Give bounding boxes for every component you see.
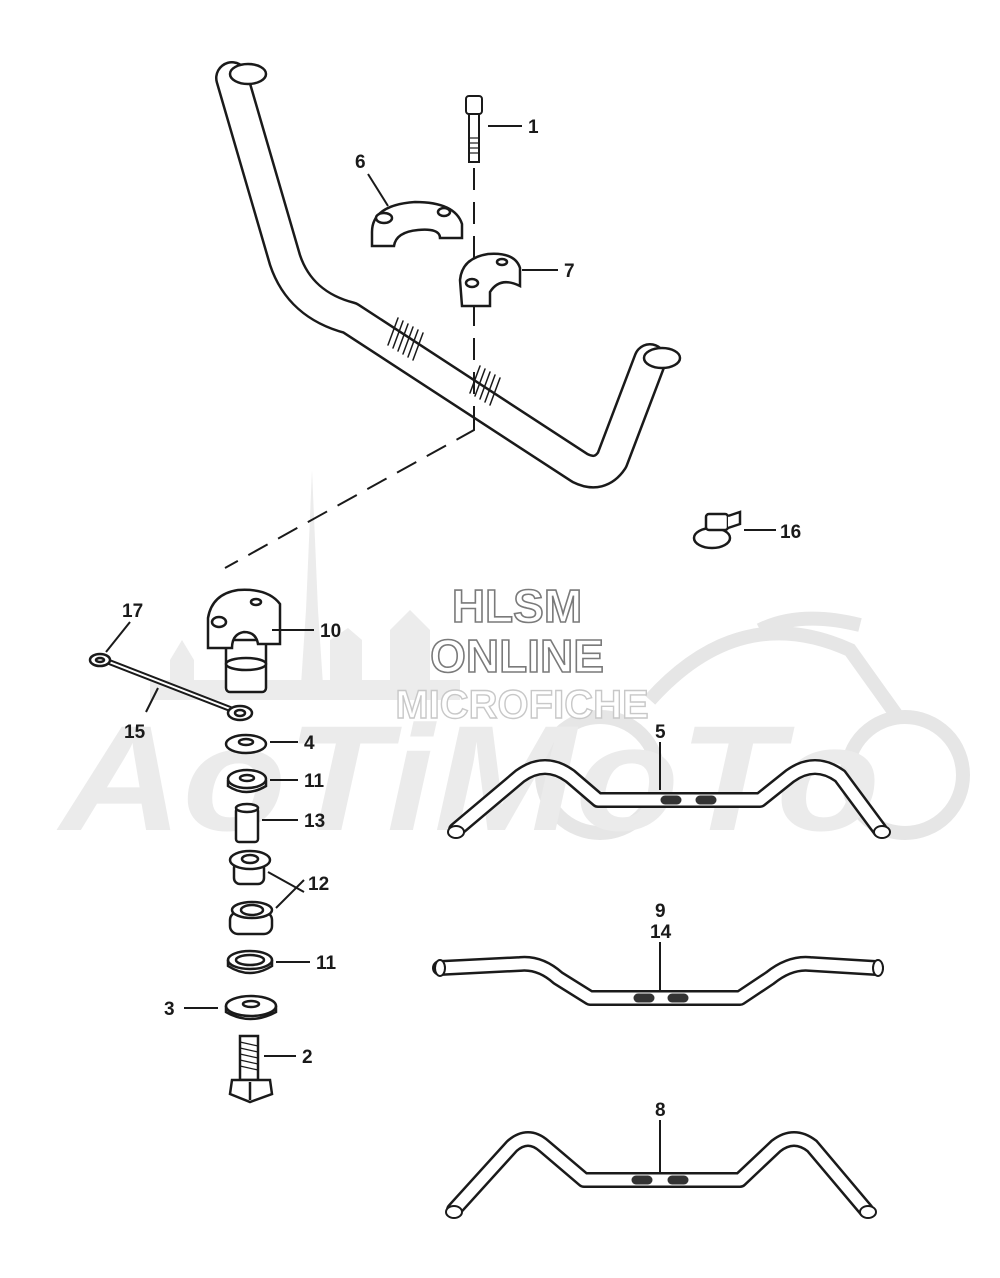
callout-13: 13 — [304, 811, 325, 832]
part-6-upper-clamp — [370, 200, 464, 248]
part-15-ground-strap — [88, 652, 254, 722]
callout-10: 10 — [320, 621, 341, 642]
handlebar-5 — [447, 759, 891, 839]
part-7-lower-clamp — [458, 252, 522, 308]
watermark-motorcycle — [535, 611, 970, 840]
callout-6: 6 — [355, 152, 366, 173]
part-12-upper-bushing — [228, 849, 272, 886]
callout-9: 9 — [655, 901, 666, 922]
main-handlebar — [215, 61, 682, 489]
callout-8: 8 — [655, 1100, 666, 1121]
callout-11-upper: 11 — [304, 771, 325, 792]
handlebar-8 — [445, 1131, 877, 1219]
callout-17: 17 — [122, 601, 143, 622]
part-16-cable-clip — [692, 510, 742, 550]
handlebar-9-14 — [432, 955, 884, 1006]
part-2-hex-bolt — [228, 1034, 274, 1104]
assembly-dashed-lines — [224, 168, 475, 569]
part-3-washer — [224, 994, 278, 1021]
main-handlebar-knurl — [387, 317, 501, 406]
part-10-riser — [206, 588, 282, 694]
part-4-washer — [224, 733, 268, 755]
callout-labels: 1 6 7 16 17 10 15 4 11 13 12 11 3 2 5 9 … — [122, 117, 801, 1121]
callout-3: 3 — [164, 999, 175, 1020]
part-11-upper-cushion — [226, 768, 268, 794]
part-13-sleeve — [234, 802, 260, 844]
part-11-lower-cushion — [226, 949, 274, 975]
callout-15: 15 — [124, 722, 146, 743]
callout-11-lower: 11 — [316, 953, 337, 974]
part-12-lower-bushing — [228, 900, 274, 936]
callout-12: 12 — [308, 874, 329, 895]
watermark-line-1: HLSM — [452, 580, 582, 632]
callout-2: 2 — [302, 1047, 313, 1068]
callout-16: 16 — [780, 522, 801, 543]
callout-1: 1 — [528, 117, 539, 138]
watermark-city-silhouette — [150, 470, 460, 700]
watermark-line-2: ONLINE — [430, 630, 604, 682]
callout-7: 7 — [564, 261, 575, 282]
part-1-socket-bolt — [465, 95, 483, 163]
callout-4: 4 — [304, 733, 315, 754]
leader-lines — [105, 125, 776, 1172]
callout-14: 14 — [650, 922, 672, 943]
callout-5: 5 — [655, 722, 666, 743]
watermark-line-3: MICROFICHE — [395, 683, 648, 727]
watermark-brand: AoTiMoTo — [55, 694, 880, 862]
